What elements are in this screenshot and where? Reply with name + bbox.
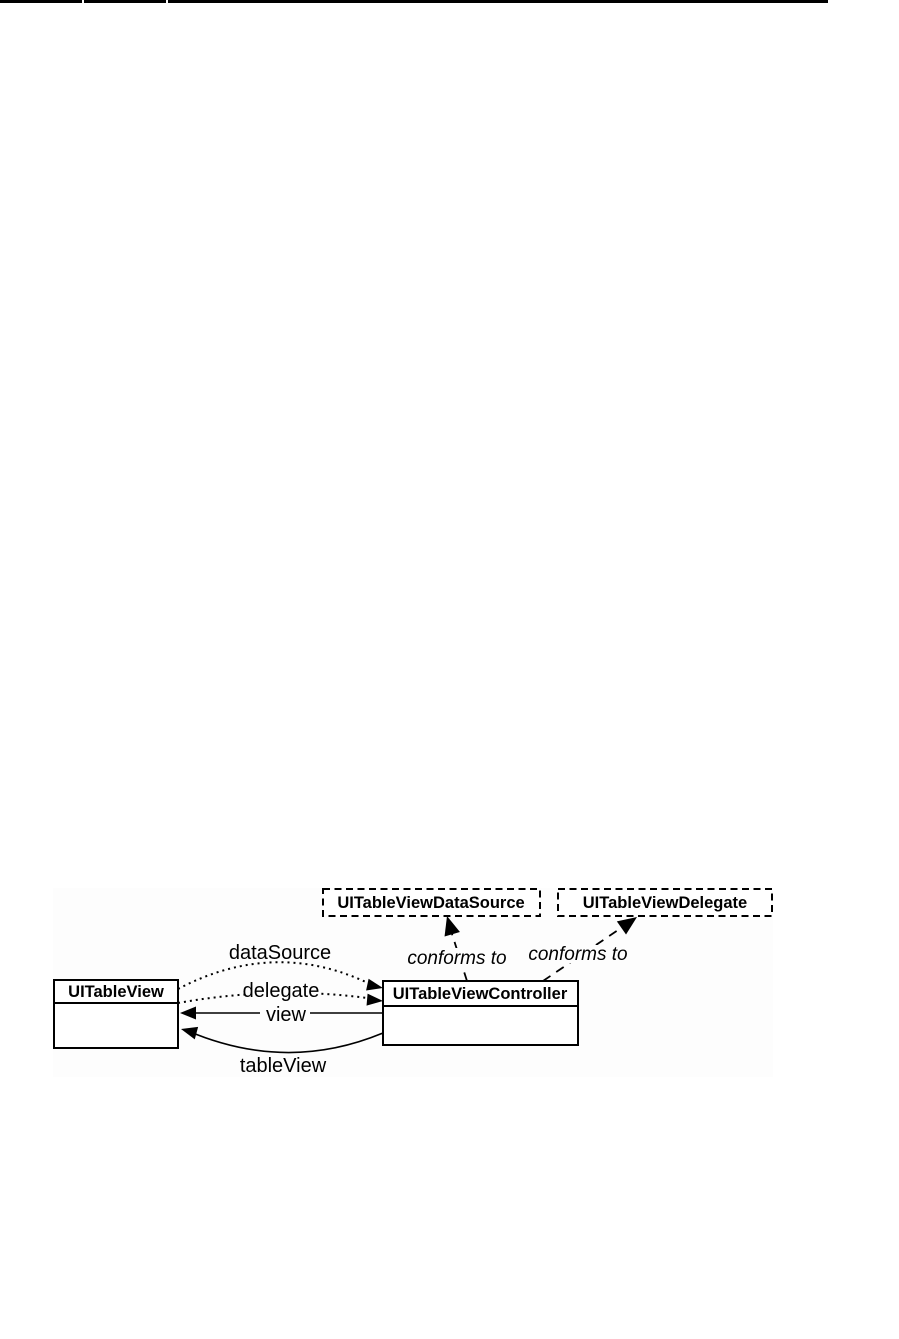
arrowhead-icon: [366, 993, 383, 1006]
dashed-box: [322, 888, 541, 917]
class-title: UITableView: [68, 983, 164, 1001]
association-delegate: [177, 991, 383, 1006]
top-rule-segment: [168, 0, 828, 3]
relation-label-delegate: delegate: [243, 980, 320, 1002]
top-rule-segment: [84, 0, 166, 3]
protocol-box-uitableviewdatasource: UITableViewDataSource: [322, 888, 541, 917]
class-box-uitableview: UITableView: [53, 979, 179, 1049]
label-mask: [409, 948, 505, 966]
arrowhead-icon: [180, 1006, 196, 1020]
relation-label-datasource: dataSource: [229, 942, 331, 964]
dotted-curve: [177, 961, 375, 990]
arrowhead-icon: [181, 1026, 199, 1040]
realization-arrowhead-icon: [444, 916, 460, 937]
class-box-uitableviewcontroller: UITableViewController: [382, 980, 579, 1046]
label-mask: [260, 1005, 310, 1022]
top-rule-segment: [0, 0, 82, 3]
realization-arrowhead-icon: [616, 917, 637, 935]
class-box-frame: [53, 979, 179, 1049]
relation-label-view: view: [266, 1004, 307, 1026]
realization-delegate: [542, 917, 637, 982]
dashed-box: [557, 888, 773, 917]
class-title: UITableViewController: [393, 985, 568, 1003]
stereotype-label-conforms-to-delegate: conforms to: [528, 944, 627, 965]
label-mask: [246, 982, 318, 1000]
relation-label-tableview: tableView: [240, 1055, 327, 1077]
stereotype-label-conforms-to-datasource: conforms to: [407, 948, 506, 969]
arrowhead-icon: [366, 978, 383, 991]
solid-curve: [187, 1030, 384, 1054]
protocol-title: UITableViewDataSource: [337, 894, 524, 912]
protocol-title: UITableViewDelegate: [583, 894, 747, 912]
protocol-box-uitableviewdelegate: UITableViewDelegate: [557, 888, 773, 917]
dotted-curve: [177, 991, 375, 1004]
association-tableview: [181, 1026, 384, 1054]
class-box-frame: [382, 980, 579, 1046]
label-mask: [530, 945, 628, 963]
association-datasource: [177, 961, 383, 991]
